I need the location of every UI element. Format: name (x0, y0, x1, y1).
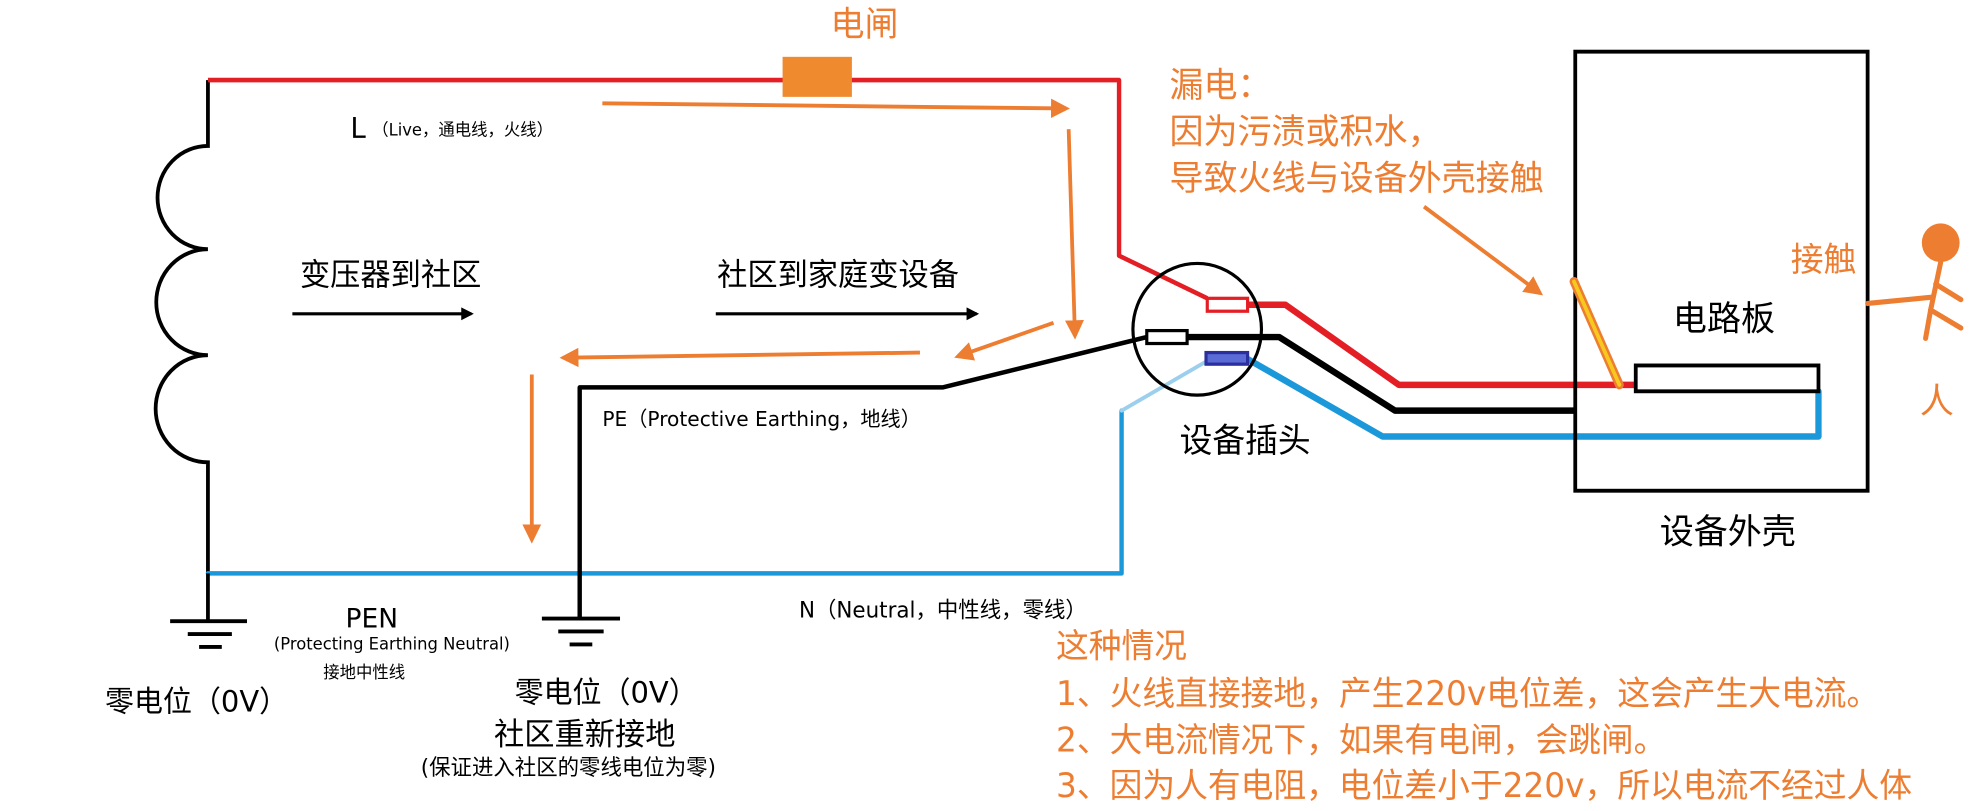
earth-wire-device-cable (1187, 333, 1576, 414)
flow-label-transformer-to-community: 变压器到社区 (300, 258, 481, 293)
neutral-wire-device-cable (1244, 355, 1822, 440)
plug-pin-live (1205, 296, 1250, 313)
live-wire-device-cable (1247, 301, 1636, 389)
casing-label: 设备外壳 (1660, 512, 1796, 552)
pen-full-label: (Protecting Earthing Neutral) (274, 634, 510, 653)
conclusion-note: 这种情况 1、火线直接接地，产生220v电位差，这会产生大电流。 2、大电流情况… (1056, 626, 1912, 805)
person-leg-left (1923, 307, 1934, 341)
live-label-description: （Live，通电线，火线） (372, 120, 553, 139)
pe-label: PE（Protective Earthing，地线） (602, 407, 920, 431)
community-ground-note: (保证进入社区的零线电位为零) (421, 756, 716, 781)
leak-note-line: 导致火线与设备外壳接触 (1169, 158, 1543, 198)
leakage-contact-core (1572, 279, 1622, 387)
live-wire (207, 77, 1636, 389)
current-flow-arrows (522, 98, 1084, 544)
plug-label: 设备插头 (1180, 421, 1311, 460)
current-flow-arrow (559, 347, 920, 368)
pen-chinese-label: 接地中性线 (323, 663, 405, 682)
transformer-coil-icon (153, 80, 210, 574)
community-ground-title: 社区重新接地 (494, 718, 675, 753)
neutral-wire-supply (205, 408, 1124, 576)
live-wire-supply (207, 77, 1209, 301)
neutral-label: N（Neutral，中性线，零线） (799, 598, 1087, 623)
person-label: 人 (1920, 382, 1954, 422)
breaker-label: 电闸 (830, 5, 898, 45)
current-flow-arrow (602, 98, 1070, 118)
flow-label-community-to-home: 社区到家庭变设备 (717, 258, 959, 293)
circuit-board (1633, 363, 1821, 394)
community-ground-potential-label: 零电位（0V） (515, 675, 698, 709)
current-flow-arrow (1065, 129, 1084, 340)
conclusion-point: 2、大电流情况下，如果有电闸，会跳闸。 (1056, 720, 1666, 759)
live-label-letter: L (350, 112, 366, 145)
pen-abbr-label: PEN (346, 603, 398, 634)
plug-pin-earth (1145, 328, 1189, 346)
leak-note: 漏电： 因为污渍或积水， 导致火线与设备外壳接触 (1169, 65, 1543, 198)
conclusion-title: 这种情况 (1056, 626, 1187, 665)
leak-note-title: 漏电： (1169, 65, 1271, 105)
circuit-board-label: 电路板 (1673, 299, 1775, 339)
leak-note-line: 因为污渍或积水， (1169, 112, 1441, 152)
ground-symbol-icon (170, 573, 247, 649)
earth-wire (577, 333, 1576, 619)
left-ground-potential-label: 零电位（0V） (105, 684, 288, 718)
earth-wire-supply (577, 334, 1148, 619)
plug-icon (1131, 261, 1264, 397)
conclusion-point: 3、因为人有电阻，电位差小于220v，所以电流不经过人体 (1056, 765, 1912, 804)
device-casing (1573, 49, 1870, 493)
person-arm (1933, 281, 1964, 303)
person-icon (1865, 223, 1964, 341)
plug-pin-neutral (1204, 350, 1250, 366)
person-leg-right (1928, 307, 1964, 331)
live-label: L （Live，通电线，火线） (350, 112, 553, 145)
current-flow-arrow (954, 321, 1055, 361)
breaker-icon (782, 56, 852, 97)
contact-label: 接触 (1791, 240, 1856, 279)
conclusion-point: 1、火线直接接地，产生220v电位差，这会产生大电流。 (1056, 674, 1879, 713)
ground-symbol-icon (541, 616, 621, 647)
person-head (1921, 223, 1960, 263)
person-arm-touching (1865, 294, 1936, 307)
leakage-contact (1569, 277, 1624, 390)
leak-note-pointer-arrow (1422, 205, 1544, 296)
plug-outline (1131, 261, 1264, 397)
